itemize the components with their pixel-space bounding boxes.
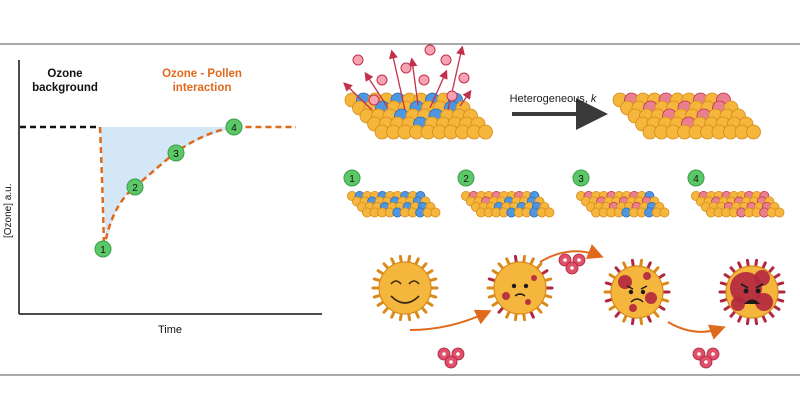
surface-sphere (544, 207, 555, 218)
surface-stages: 1 2 3 4 (343, 169, 785, 218)
shaded-area-fill (100, 127, 234, 248)
pollen-progression-arrows (409, 244, 726, 340)
ozone-molecule-2 (558, 253, 586, 275)
interaction-label-1: Ozone - Pollen (162, 68, 242, 80)
stage-2-label: 2 (463, 174, 469, 185)
ozone-molecules (437, 253, 720, 369)
pollen-3 (603, 258, 671, 326)
ozone-graph: Ozone background Ozone - Pollen interact… (3, 60, 322, 336)
heterogeneous-label: Heterogeneous, k (510, 93, 597, 105)
pollen-1 (371, 254, 439, 322)
stage-3-surface (576, 190, 670, 218)
ozone-background-label-2: background (32, 82, 98, 94)
surface-sphere (478, 124, 493, 140)
pollen-surface-before (344, 92, 493, 140)
surface-sphere (430, 207, 441, 218)
marker-4-label: 4 (231, 123, 237, 134)
stage-2-marker: 2 (457, 169, 475, 187)
ozone-molecule-1 (437, 347, 465, 369)
stage-4-marker: 4 (687, 169, 705, 187)
stage-3-marker: 3 (572, 169, 590, 187)
ozone-molecule-3 (692, 347, 720, 369)
marker-2: 2 (126, 178, 144, 196)
pollen-characters (371, 254, 786, 326)
stage-3-label: 3 (578, 174, 584, 185)
marker-1: 1 (94, 240, 112, 258)
stage-1-marker: 1 (343, 169, 361, 187)
stage-1-label: 1 (349, 174, 355, 185)
ozone-dashed-curve (98, 125, 296, 249)
stage-1-surface (346, 190, 441, 218)
marker-2-label: 2 (132, 183, 138, 194)
marker-3: 3 (167, 144, 185, 162)
surface-sphere (659, 207, 670, 218)
y-axis-label: [Ozone] a.u. (3, 184, 14, 238)
pollen-4 (718, 258, 786, 326)
pollen-surface-after (612, 92, 761, 140)
surface-sphere (774, 207, 785, 218)
stage-2-surface (460, 190, 555, 218)
ozone-molecules-reacting (343, 44, 472, 111)
marker-1-label: 1 (100, 245, 106, 256)
surface-sphere (746, 124, 761, 140)
reaction-scheme: Heterogeneous, k (343, 44, 761, 140)
stage-4-surface (691, 190, 785, 218)
pollen-2 (486, 254, 554, 322)
ozone-background-label-1: Ozone (47, 68, 82, 80)
stage-4-label: 4 (693, 174, 699, 185)
interaction-label-2: interaction (173, 82, 232, 94)
marker-3-label: 3 (173, 149, 179, 160)
x-axis-label: Time (158, 324, 182, 336)
marker-4: 4 (225, 118, 243, 136)
